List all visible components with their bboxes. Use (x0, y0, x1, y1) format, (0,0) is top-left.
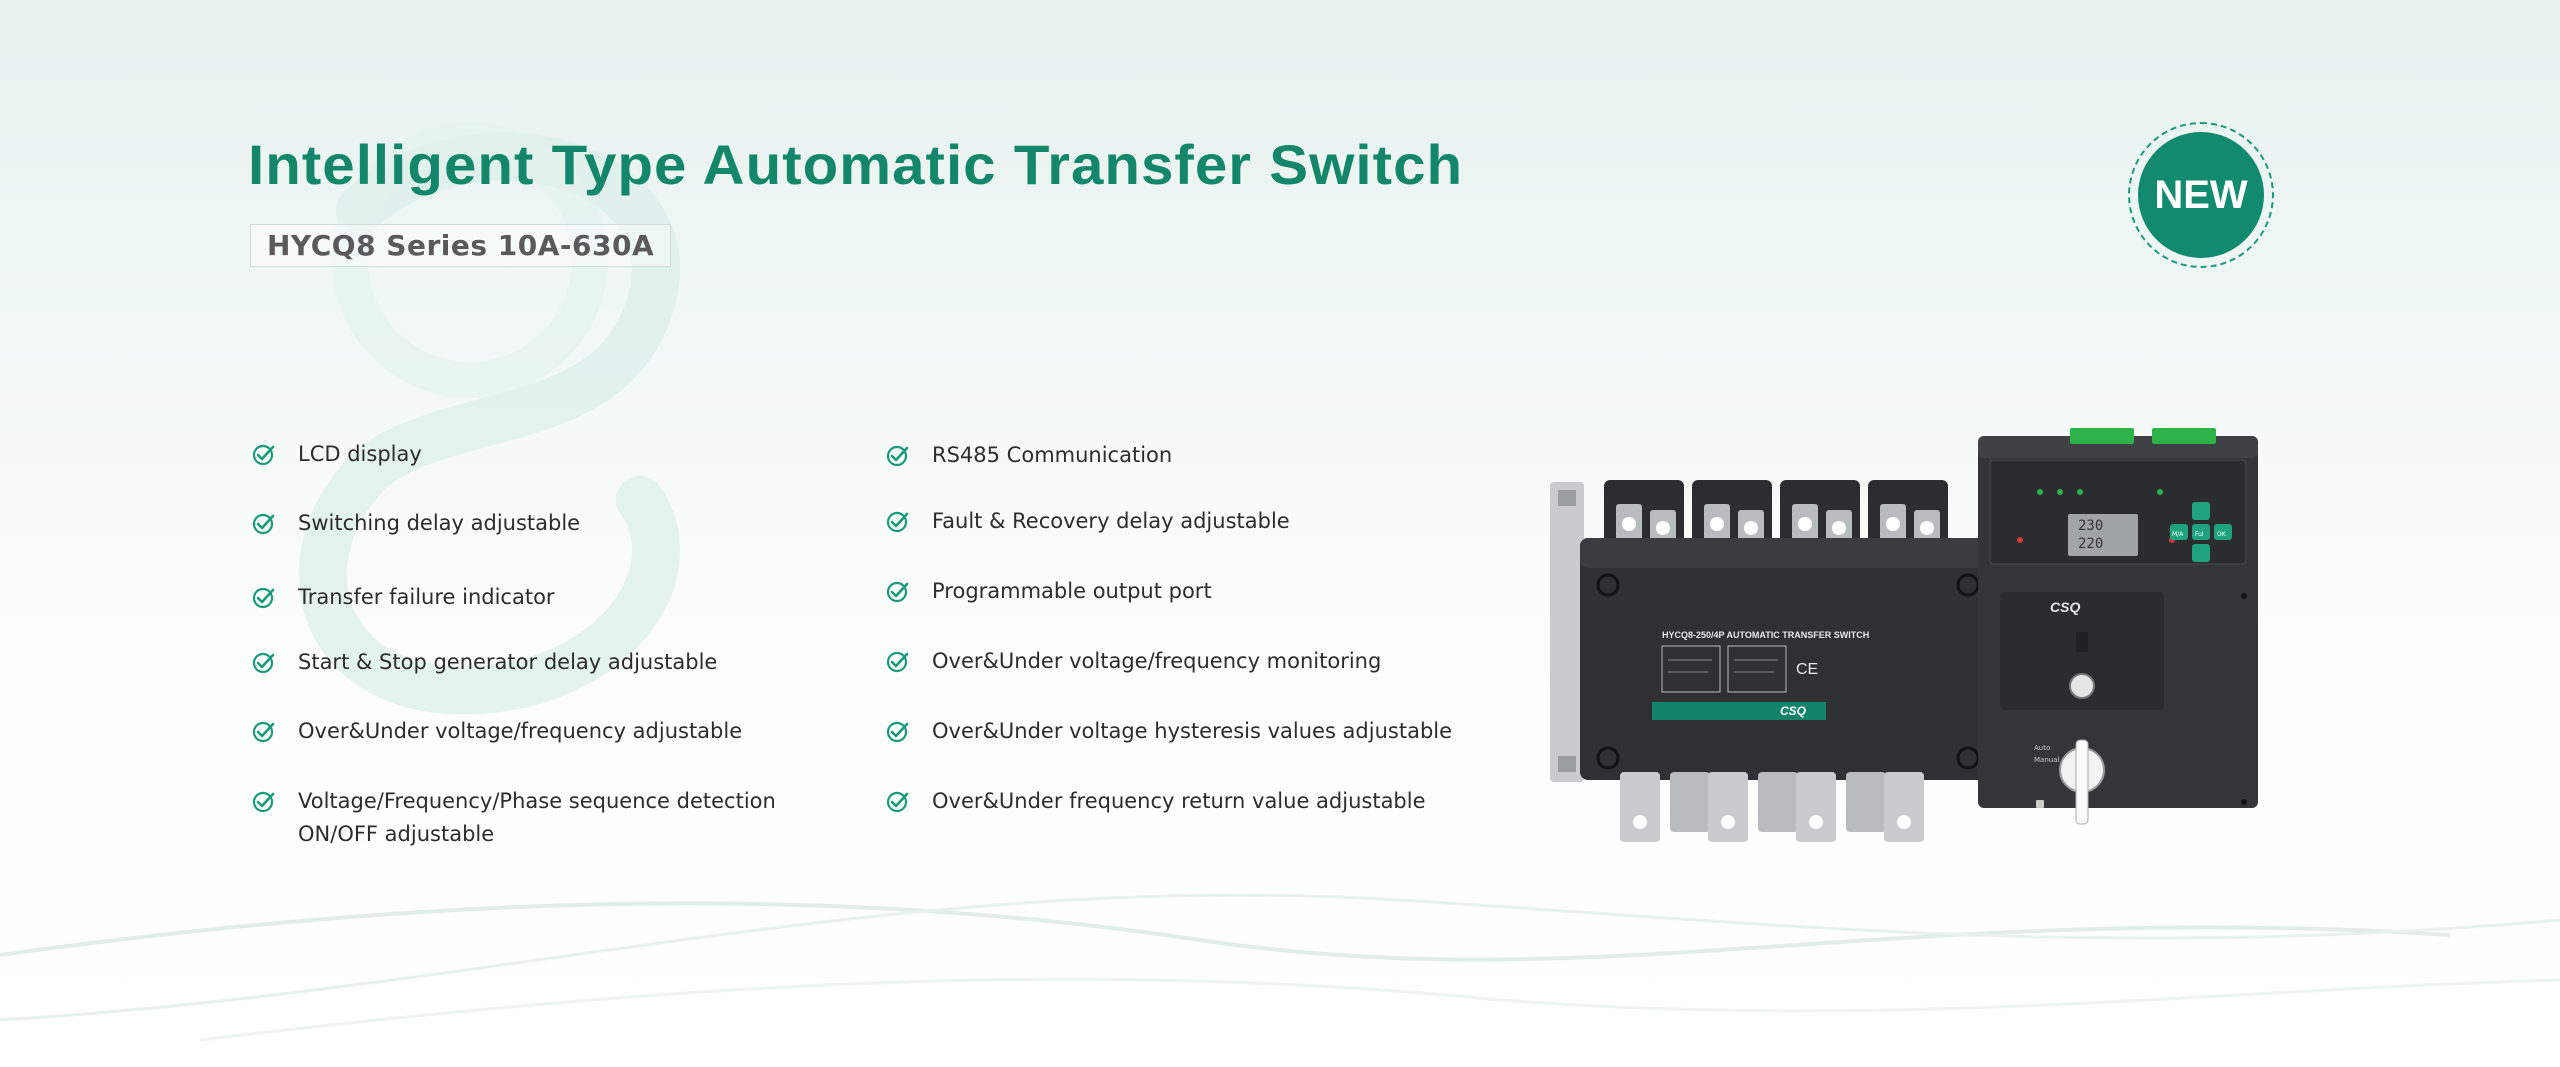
ok-button (2214, 524, 2232, 540)
check-icon (886, 721, 909, 743)
check-icon (252, 721, 275, 743)
check-icon (252, 513, 275, 535)
feature-item: LCD display (252, 438, 812, 471)
feature-text: Start & Stop generator delay adjustable (298, 650, 718, 674)
bottom-terminals (1620, 772, 1924, 842)
feature-item: Over&Under voltage/frequency monitoring (886, 645, 1526, 678)
feature-item: Over&Under voltage/frequency adjustable (252, 715, 812, 748)
check-icon (886, 445, 909, 467)
check-icon (886, 511, 909, 533)
feature-item: Voltage/Frequency/Phase sequence detecti… (252, 785, 812, 851)
feature-item: Fault & Recovery delay adjustable (886, 505, 1526, 538)
green-terminal-block (2070, 428, 2134, 444)
check-icon (886, 791, 909, 813)
mode-label: Auto (2034, 744, 2050, 752)
brand-strip-logo: CSQ (1780, 704, 1807, 718)
lcd-line-2: 220 (2078, 536, 2103, 552)
ful-button (2192, 524, 2210, 540)
feature-text: RS485 Communication (932, 443, 1173, 467)
feature-text: Over&Under frequency return value adjust… (932, 789, 1426, 813)
svg-text:Ful: Ful (2195, 531, 2204, 538)
feature-text: Over&Under voltage hysteresis values adj… (932, 719, 1453, 743)
feature-item: Over&Under frequency return value adjust… (886, 785, 1526, 818)
lcd-display (2068, 514, 2138, 556)
down-arrow-button (2192, 544, 2210, 562)
transfer-switch-image: HYCQ8-250/4P AUTOMATIC TRANSFER SWITCH C… (1550, 428, 2258, 842)
lock-knob (2069, 673, 2095, 699)
check-icon (252, 791, 275, 813)
lcd-line-1: 230 (2078, 518, 2103, 534)
feature-text: Voltage/Frequency/Phase sequence detecti… (298, 789, 776, 846)
series-subtitle: HYCQ8 Series 10A-630A (250, 224, 672, 267)
feature-text: Over&Under voltage/frequency adjustable (298, 719, 743, 743)
page-title: Intelligent Type Automatic Transfer Swit… (248, 133, 1464, 196)
padlock-icon (2036, 800, 2044, 808)
mounting-bracket (1550, 482, 1584, 782)
check-icon (886, 651, 909, 673)
check-icon (252, 444, 275, 466)
feature-text: Transfer failure indicator (298, 585, 555, 609)
feature-text: Fault & Recovery delay adjustable (932, 509, 1290, 533)
check-icon (252, 652, 275, 674)
feature-text: LCD display (298, 442, 422, 466)
feature-text: Switching delay adjustable (298, 511, 581, 535)
mode-label-manual: Manual (2034, 756, 2059, 764)
check-icon (886, 581, 909, 603)
feature-item: Start & Stop generator delay adjustable (252, 646, 812, 679)
feature-text: Programmable output port (932, 579, 1212, 603)
spec-plate (1661, 645, 1721, 693)
feature-item: RS485 Communication (886, 439, 1526, 472)
switch-body (1580, 538, 1990, 780)
svg-text:M/A: M/A (2172, 531, 2184, 538)
feature-text: Over&Under voltage/frequency monitoring (932, 649, 1382, 673)
new-badge: NEW (2128, 122, 2274, 268)
feature-item: Programmable output port (886, 575, 1526, 608)
svg-text:OK: OK (2217, 531, 2227, 538)
new-badge-label: NEW (2138, 132, 2264, 258)
brand-strip (1652, 702, 1826, 720)
up-arrow-button (2192, 502, 2210, 520)
controller-logo: CSQ (2050, 599, 2080, 615)
ce-mark: CE (1796, 661, 1818, 678)
ma-button (2170, 524, 2188, 540)
feature-item: Transfer failure indicator (252, 581, 812, 614)
check-icon (252, 587, 275, 609)
status-led (2037, 489, 2043, 495)
feature-item: Over&Under voltage hysteresis values adj… (886, 715, 1526, 748)
feature-item: Switching delay adjustable (252, 507, 812, 540)
model-label: HYCQ8-250/4P AUTOMATIC TRANSFER SWITCH (1662, 630, 1869, 640)
